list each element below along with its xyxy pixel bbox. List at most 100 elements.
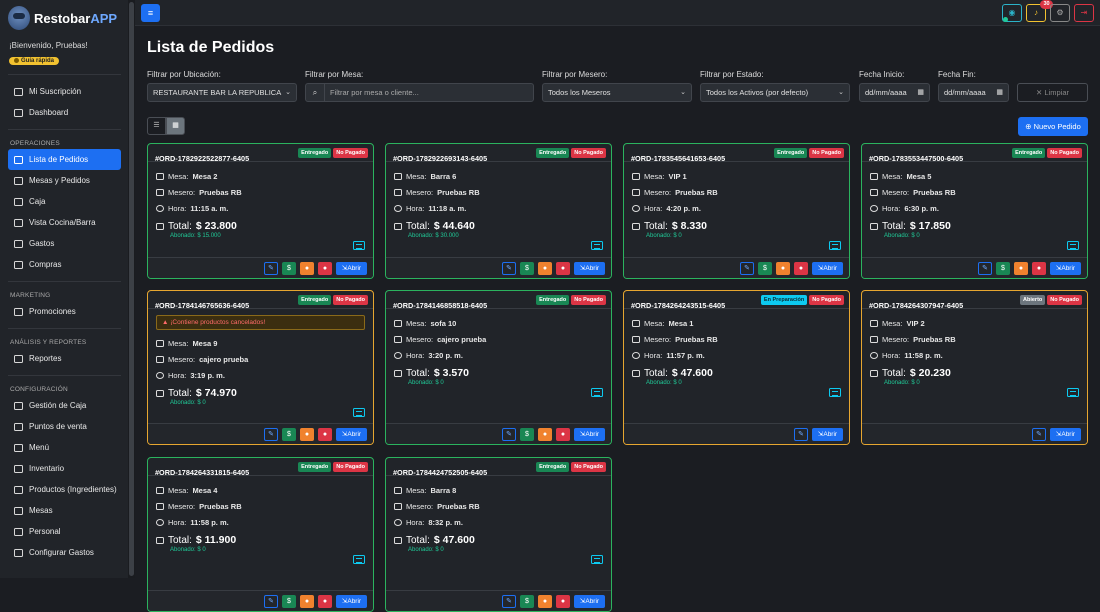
order-detail-list-icon[interactable] xyxy=(829,241,841,250)
logout-button[interactable]: ⇥ xyxy=(1074,4,1094,22)
pay-order-button[interactable]: $ xyxy=(520,428,534,441)
split-order-button[interactable]: ● xyxy=(538,428,552,441)
sidebar-item-mi-suscripción[interactable]: Mi Suscripción xyxy=(8,81,121,102)
split-order-button[interactable]: ● xyxy=(538,262,552,275)
open-order-button[interactable]: ⇲Abrir xyxy=(574,262,605,275)
assistant-robot-button[interactable]: ◉ xyxy=(1002,4,1022,22)
cancel-order-button[interactable]: ● xyxy=(318,595,332,608)
cancel-order-button[interactable]: ● xyxy=(794,262,808,275)
order-detail-list-icon[interactable] xyxy=(1067,241,1079,250)
sidebar-item-personal[interactable]: Personal xyxy=(8,521,121,542)
sidebar-scrollbar[interactable] xyxy=(128,0,135,578)
order-detail-list-icon[interactable] xyxy=(591,388,603,397)
open-order-button[interactable]: ⇲Abrir xyxy=(574,428,605,441)
cancel-order-button[interactable]: ● xyxy=(1032,262,1046,275)
list-view-button[interactable]: ☰ xyxy=(147,117,166,135)
open-order-button[interactable]: ⇲Abrir xyxy=(1050,262,1081,275)
clear-filters-button[interactable]: ✕ Limpiar xyxy=(1017,83,1088,102)
split-order-button[interactable]: ● xyxy=(300,428,314,441)
order-detail-list-icon[interactable] xyxy=(1067,388,1079,397)
sidebar-item-mesas-y-pedidos[interactable]: Mesas y Pedidos xyxy=(8,170,121,191)
pay-order-button[interactable]: $ xyxy=(282,262,296,275)
pay-order-button[interactable]: $ xyxy=(758,262,772,275)
pay-order-button[interactable]: $ xyxy=(282,428,296,441)
split-order-button[interactable]: ● xyxy=(1014,262,1028,275)
sidebar-item-mesas[interactable]: Mesas xyxy=(8,500,121,521)
edit-order-button[interactable]: ✎ xyxy=(502,428,516,441)
cancel-order-button[interactable]: ● xyxy=(556,262,570,275)
open-order-button[interactable]: ⇲Abrir xyxy=(336,428,367,441)
scrollbar-thumb[interactable] xyxy=(129,2,134,576)
edit-order-button[interactable]: ✎ xyxy=(264,428,278,441)
sidebar-item-gastos[interactable]: Gastos xyxy=(8,233,121,254)
pay-order-button[interactable]: $ xyxy=(996,262,1010,275)
edit-order-button[interactable]: ✎ xyxy=(740,262,754,275)
edit-order-button[interactable]: ✎ xyxy=(1032,428,1046,441)
open-order-button[interactable]: ⇲Abrir xyxy=(574,595,605,608)
pay-order-button[interactable]: $ xyxy=(520,262,534,275)
split-order-button[interactable]: ● xyxy=(300,595,314,608)
quick-guide-button[interactable]: Guía rápida xyxy=(9,56,60,65)
notifications-button[interactable]: ♪ xyxy=(1026,4,1046,22)
split-order-button[interactable]: ● xyxy=(538,595,552,608)
open-order-button[interactable]: ⇲Abrir xyxy=(1050,428,1081,441)
pay-order-button[interactable]: $ xyxy=(282,595,296,608)
edit-order-button[interactable]: ✎ xyxy=(502,262,516,275)
table-filter-input[interactable]: Filtrar por mesa o cliente... xyxy=(324,83,534,102)
order-detail-list-icon[interactable] xyxy=(353,241,365,250)
open-order-button[interactable]: ⇲Abrir xyxy=(812,428,843,441)
sidebar-item-puntos-de-venta[interactable]: Puntos de venta xyxy=(8,416,121,437)
sidebar-item-productos-ingredientes-[interactable]: Productos (Ingredientes) xyxy=(8,479,121,500)
sidebar-item-vista-cocina-barra[interactable]: Vista Cocina/Barra xyxy=(8,212,121,233)
order-detail-list-icon[interactable] xyxy=(353,555,365,564)
split-order-button[interactable]: ● xyxy=(300,262,314,275)
open-order-button[interactable]: ⇲Abrir xyxy=(812,262,843,275)
pay-order-button[interactable]: $ xyxy=(520,595,534,608)
open-order-button[interactable]: ⇲Abrir xyxy=(336,262,367,275)
order-detail-list-icon[interactable] xyxy=(591,555,603,564)
status-select[interactable]: Todos los Activos (por defecto)⌄ xyxy=(700,83,850,102)
cancel-order-button[interactable]: ● xyxy=(556,428,570,441)
sidebar-item-compras[interactable]: Compras xyxy=(8,254,121,275)
grid-view-button[interactable]: ▦ xyxy=(166,117,185,135)
location-select[interactable]: RESTAURANTE BAR LA REPUBLICA⌄ xyxy=(147,83,297,102)
cancel-order-button[interactable]: ● xyxy=(318,428,332,441)
edit-order-button[interactable]: ✎ xyxy=(978,262,992,275)
order-detail-list-icon[interactable] xyxy=(353,408,365,417)
edit-order-button[interactable]: ✎ xyxy=(794,428,808,441)
start-date-input[interactable]: dd/mm/aaaa▦ xyxy=(859,83,930,102)
split-order-button[interactable]: ● xyxy=(776,262,790,275)
sidebar-item-caja[interactable]: Caja xyxy=(8,191,121,212)
end-date-input[interactable]: dd/mm/aaaa▦ xyxy=(938,83,1009,102)
edit-order-button[interactable]: ✎ xyxy=(264,262,278,275)
sidebar-item-inventario[interactable]: Inventario xyxy=(8,458,121,479)
cancel-order-button[interactable]: ● xyxy=(556,595,570,608)
order-detail-list-icon[interactable] xyxy=(591,241,603,250)
open-order-button[interactable]: ⇲Abrir xyxy=(336,595,367,608)
order-detail-list-icon[interactable] xyxy=(829,388,841,397)
sidebar-item-menú[interactable]: Menú xyxy=(8,437,121,458)
sidebar-item-configurar-gastos[interactable]: Configurar Gastos xyxy=(8,542,121,563)
menu-toggle-button[interactable]: ≡ xyxy=(141,4,160,22)
sidebar-item-dashboard[interactable]: Dashboard xyxy=(8,102,121,123)
sidebar-item-lista-de-pedidos[interactable]: Lista de Pedidos xyxy=(8,149,121,170)
edit-order-button[interactable]: ✎ xyxy=(264,595,278,608)
edit-order-button[interactable]: ✎ xyxy=(502,595,516,608)
cancel-order-button[interactable]: ● xyxy=(318,262,332,275)
settings-button[interactable]: ⚙ xyxy=(1050,4,1070,22)
sidebar-item-reportes[interactable]: Reportes xyxy=(8,348,121,369)
waiter-select[interactable]: Todos los Meseros⌄ xyxy=(542,83,692,102)
brand[interactable]: RestobarAPP xyxy=(0,0,129,36)
sidebar-item-gestión-de-caja[interactable]: Gestión de Caja xyxy=(8,395,121,416)
sidebar-item-promociones[interactable]: Promociones xyxy=(8,301,121,322)
